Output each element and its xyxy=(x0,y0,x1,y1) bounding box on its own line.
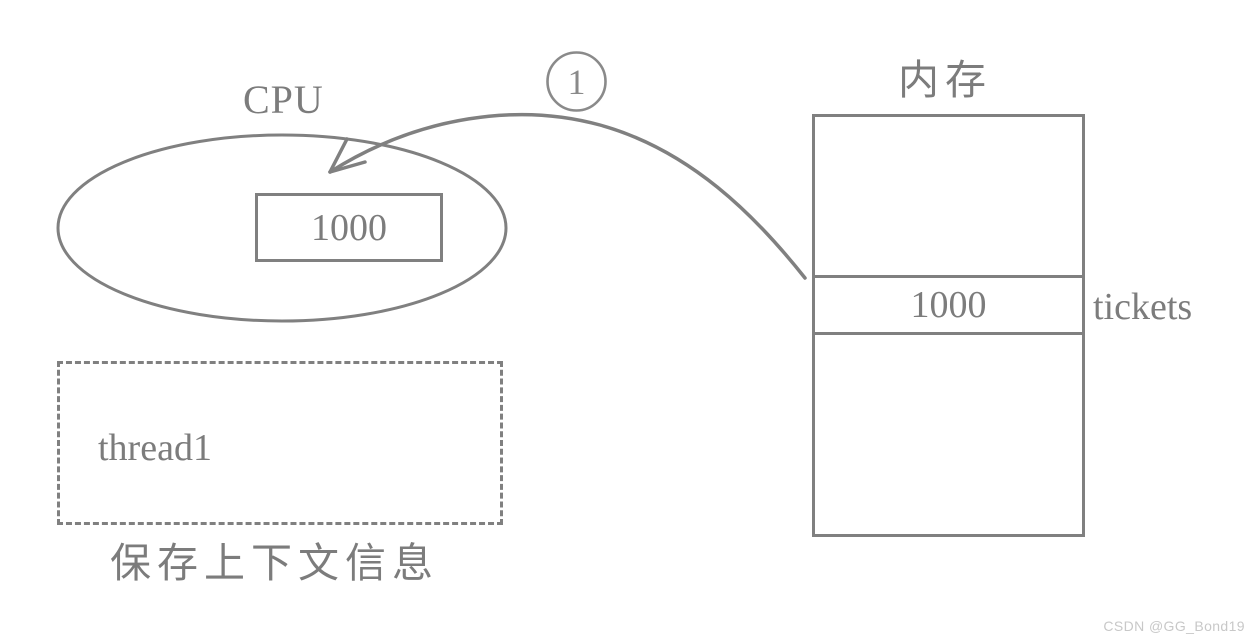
memory-tickets-value: 1000 xyxy=(910,284,987,326)
context-save-box: 1000 xyxy=(57,361,503,525)
step-badge-label: 1 xyxy=(567,61,586,102)
cpu-register-value: 1000 xyxy=(311,206,387,249)
cpu-title: CPU xyxy=(243,77,324,122)
context-caption: 保存上下文信息 xyxy=(110,539,439,587)
memory-title: 内存 xyxy=(898,56,992,104)
memory-cell-tickets: 1000 xyxy=(815,275,1082,335)
watermark: CSDN @GG_Bond19 xyxy=(1103,618,1245,634)
memory-box: 1000 xyxy=(812,114,1085,537)
cpu-register-box: 1000 xyxy=(255,193,443,262)
memory-to-cpu-arrowhead xyxy=(328,137,367,174)
memory-tickets-label: tickets xyxy=(1093,286,1193,328)
context-thread-label: thread1 xyxy=(98,427,212,469)
